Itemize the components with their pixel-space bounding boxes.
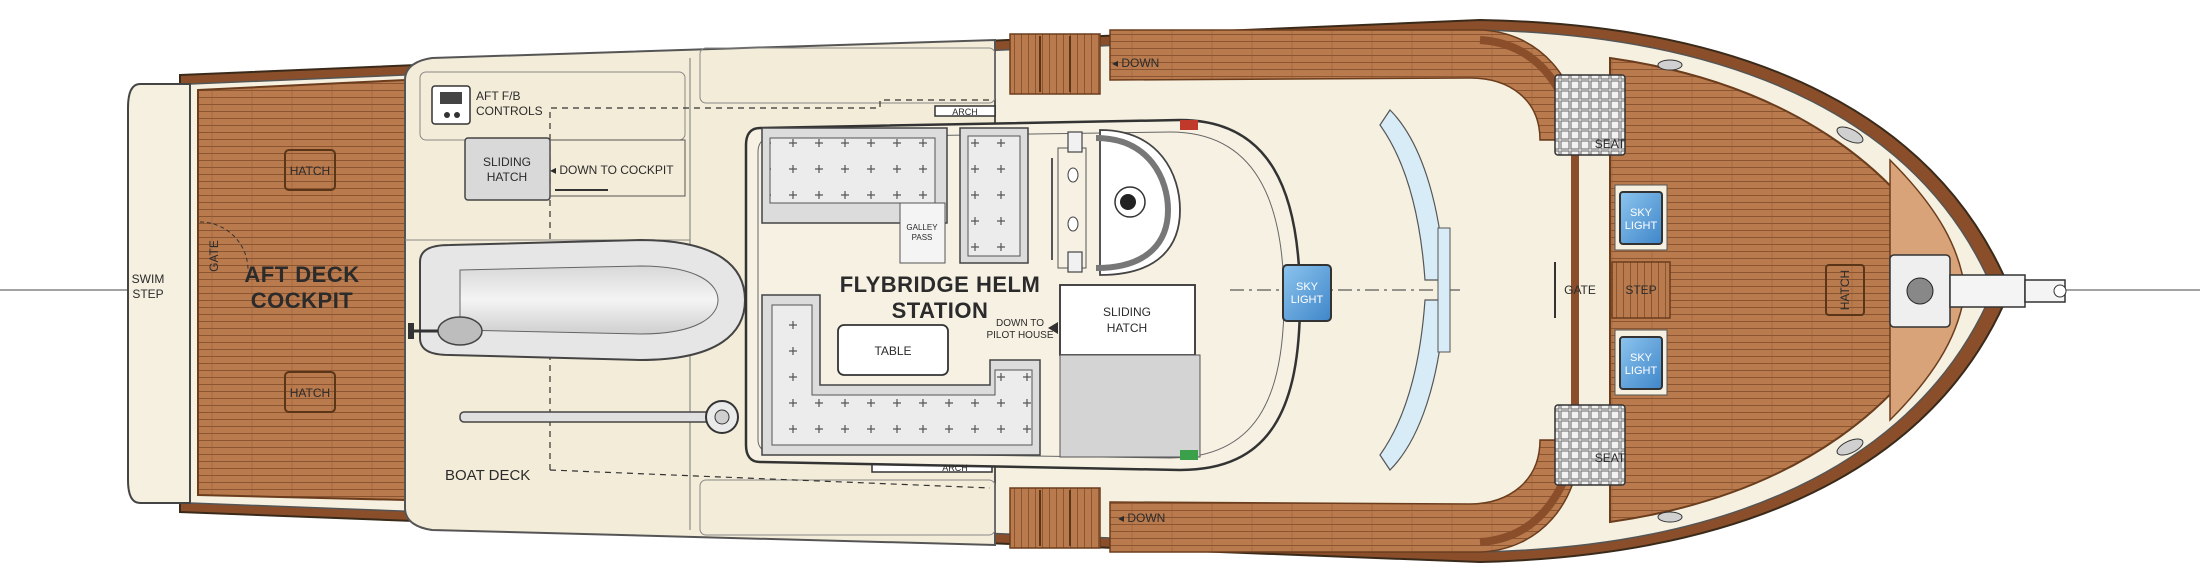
flybridge-helm-station-label: FLYBRIDGE HELM STATION <box>840 272 1041 323</box>
skylight-fwd-top-label: SKY LIGHT <box>1625 207 1658 232</box>
svg-text:LIGHT: LIGHT <box>1625 220 1658 232</box>
table <box>837 324 949 376</box>
arch-bottom-label: ARCH <box>942 463 968 473</box>
down-to-pilot-house-label: DOWN TO PILOT HOUSE <box>986 318 1053 341</box>
gate-fwd-label: GATE <box>1564 283 1596 297</box>
svg-text:SWIM: SWIM <box>132 272 165 286</box>
hatch-aft-top <box>284 149 336 191</box>
aft-deck-cockpit-label: AFT DECK COCKPIT <box>244 262 359 313</box>
dinghy-icon <box>408 238 747 362</box>
down-top-label: ◂ DOWN <box>1112 56 1159 70</box>
galley-pass-label: GALLEY PASS <box>906 223 938 242</box>
skylight-helm <box>1282 264 1332 322</box>
skylight-fwd-bottom <box>1619 336 1663 390</box>
hatch-fwd <box>1825 264 1865 316</box>
hatch-fwd-label: HATCH <box>1838 270 1852 310</box>
step-fwd <box>1611 261 1671 319</box>
svg-text:AFT DECK: AFT DECK <box>244 262 359 287</box>
svg-text:SLIDING: SLIDING <box>483 155 531 169</box>
arch-top-label: ARCH <box>952 107 978 117</box>
seat-fwd-bottom <box>1554 404 1626 486</box>
svg-text:STEP: STEP <box>132 287 163 301</box>
svg-text:SLIDING: SLIDING <box>1103 305 1151 319</box>
hatch-aft-bottom <box>284 371 336 413</box>
svg-text:HATCH: HATCH <box>1107 321 1147 335</box>
seat-fwd-top <box>1554 74 1626 156</box>
hatch-aft-bottom-label: HATCH <box>290 386 330 400</box>
svg-text:LIGHT: LIGHT <box>1625 365 1658 377</box>
aft-fb-controls-icon <box>431 85 471 125</box>
sliding-hatch-helm-label: SLIDING HATCH <box>1103 305 1151 335</box>
svg-text:DOWN TO: DOWN TO <box>996 318 1044 329</box>
svg-text:STATION: STATION <box>892 298 989 323</box>
bow-pulpit <box>1949 274 2026 308</box>
sliding-hatch-helm <box>1059 284 1196 356</box>
svg-text:GALLEY: GALLEY <box>906 223 938 232</box>
skylight-helm-label: SKY LIGHT <box>1291 281 1324 306</box>
svg-text:SKY: SKY <box>1630 207 1653 219</box>
hatch-aft-top-label: HATCH <box>290 164 330 178</box>
svg-text:LIGHT: LIGHT <box>1291 294 1324 306</box>
step-fwd-label: STEP <box>1625 283 1656 297</box>
svg-text:COCKPIT: COCKPIT <box>251 288 354 313</box>
svg-text:CONTROLS: CONTROLS <box>476 104 543 118</box>
svg-text:SKY: SKY <box>1630 352 1653 364</box>
swim-step-label: SWIM STEP <box>132 272 165 301</box>
skylight-fwd-top <box>1619 191 1663 245</box>
gate-aft-label: GATE <box>207 240 221 272</box>
down-bottom-label: ◂ DOWN <box>1118 511 1165 525</box>
aft-fb-controls-label: AFT F/B CONTROLS <box>476 89 543 118</box>
skylight-fwd-bottom-label: SKY LIGHT <box>1625 352 1658 377</box>
svg-text:AFT F/B: AFT F/B <box>476 89 520 103</box>
table-label: TABLE <box>874 344 911 358</box>
boat-deck-label: BOAT DECK <box>445 467 530 484</box>
svg-text:HATCH: HATCH <box>487 170 527 184</box>
down-to-cockpit-label: ◂ DOWN TO COCKPIT <box>550 163 674 177</box>
svg-text:FLYBRIDGE HELM: FLYBRIDGE HELM <box>840 272 1041 297</box>
svg-text:PASS: PASS <box>912 233 933 242</box>
svg-text:SKY: SKY <box>1296 281 1319 293</box>
sliding-hatch-aft <box>464 137 551 201</box>
seat-bottom-label: SEAT <box>1595 451 1626 465</box>
seat-top-label: SEAT <box>1595 137 1626 151</box>
svg-text:PILOT HOUSE: PILOT HOUSE <box>986 330 1053 341</box>
sliding-hatch-aft-label: SLIDING HATCH <box>483 155 531 184</box>
